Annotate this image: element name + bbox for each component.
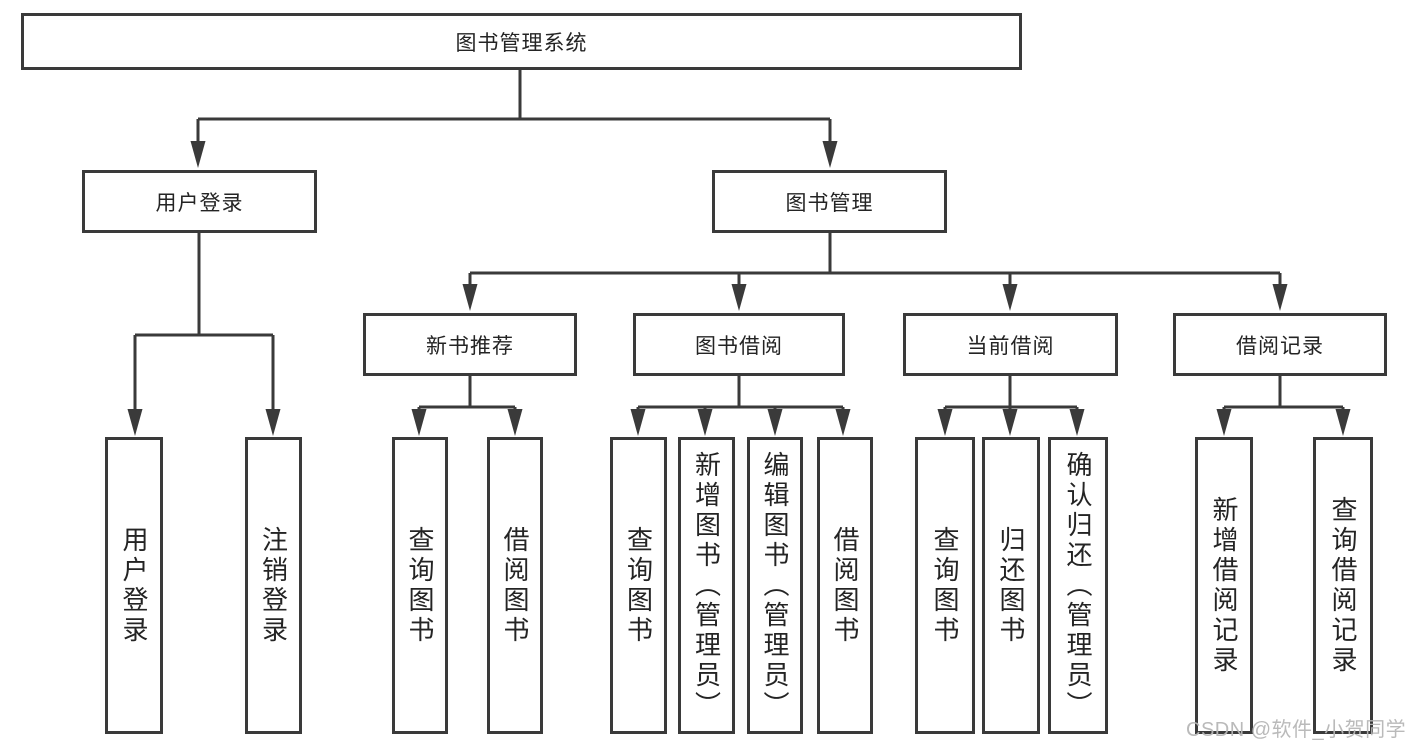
node-current-borrowing-label: 当前借阅 <box>966 334 1055 358</box>
node-user-login-label: 用户登录 <box>155 191 244 215</box>
leaf-borrow-books-borrowing: 借阅图书 <box>817 437 873 734</box>
leaf-query-borrow-record-label: 查询借阅记录 <box>1328 495 1358 676</box>
leaf-borrow-books-borrowing-label: 借阅图书 <box>830 525 860 646</box>
node-borrowing-records: 借阅记录 <box>1173 313 1387 376</box>
leaf-add-borrow-record: 新增借阅记录 <box>1195 437 1253 734</box>
node-borrowing-records-label: 借阅记录 <box>1236 334 1324 358</box>
leaf-return-book: 归还图书 <box>982 437 1040 734</box>
leaf-logout: 注销登录 <box>245 437 302 734</box>
leaf-query-books-current: 查询图书 <box>915 437 975 734</box>
node-book-borrowing-label: 图书借阅 <box>695 334 783 358</box>
node-root: 图书管理系统 <box>21 13 1022 70</box>
leaf-borrow-books-recommend-label: 借阅图书 <box>500 525 530 646</box>
node-new-book-recommend-label: 新书推荐 <box>426 334 514 358</box>
leaf-query-books-recommend-label: 查询图书 <box>405 525 435 646</box>
leaf-query-books-recommend: 查询图书 <box>392 437 448 734</box>
node-root-label: 图书管理系统 <box>455 31 588 55</box>
leaf-edit-book-admin-label: 编辑图书（管理员） <box>760 450 790 721</box>
leaf-confirm-return-admin-label: 确认归还（管理员） <box>1063 450 1093 721</box>
leaf-user-login-label: 用户登录 <box>119 525 149 646</box>
leaf-query-books-borrowing: 查询图书 <box>610 437 667 734</box>
leaf-confirm-return-admin: 确认归还（管理员） <box>1048 437 1108 734</box>
leaf-query-books-borrowing-label: 查询图书 <box>623 525 654 646</box>
leaf-query-borrow-record: 查询借阅记录 <box>1313 437 1373 734</box>
node-book-management: 图书管理 <box>712 170 947 233</box>
leaf-add-book-admin: 新增图书（管理员） <box>678 437 735 734</box>
leaf-borrow-books-recommend: 借阅图书 <box>487 437 543 734</box>
node-user-login: 用户登录 <box>82 170 317 233</box>
node-book-borrowing: 图书借阅 <box>633 313 845 376</box>
leaf-add-book-admin-label: 新增图书（管理员） <box>691 450 722 721</box>
leaf-return-book-label: 归还图书 <box>996 525 1026 646</box>
leaf-add-borrow-record-label: 新增借阅记录 <box>1209 495 1239 676</box>
leaf-logout-label: 注销登录 <box>258 525 289 646</box>
node-new-book-recommend: 新书推荐 <box>363 313 577 376</box>
leaf-query-books-current-label: 查询图书 <box>930 525 960 646</box>
leaf-edit-book-admin: 编辑图书（管理员） <box>747 437 803 734</box>
node-current-borrowing: 当前借阅 <box>903 313 1118 376</box>
node-book-management-label: 图书管理 <box>785 191 874 215</box>
leaf-user-login: 用户登录 <box>105 437 163 734</box>
csdn-watermark: CSDN @软件_小贺同学 <box>1186 719 1405 741</box>
